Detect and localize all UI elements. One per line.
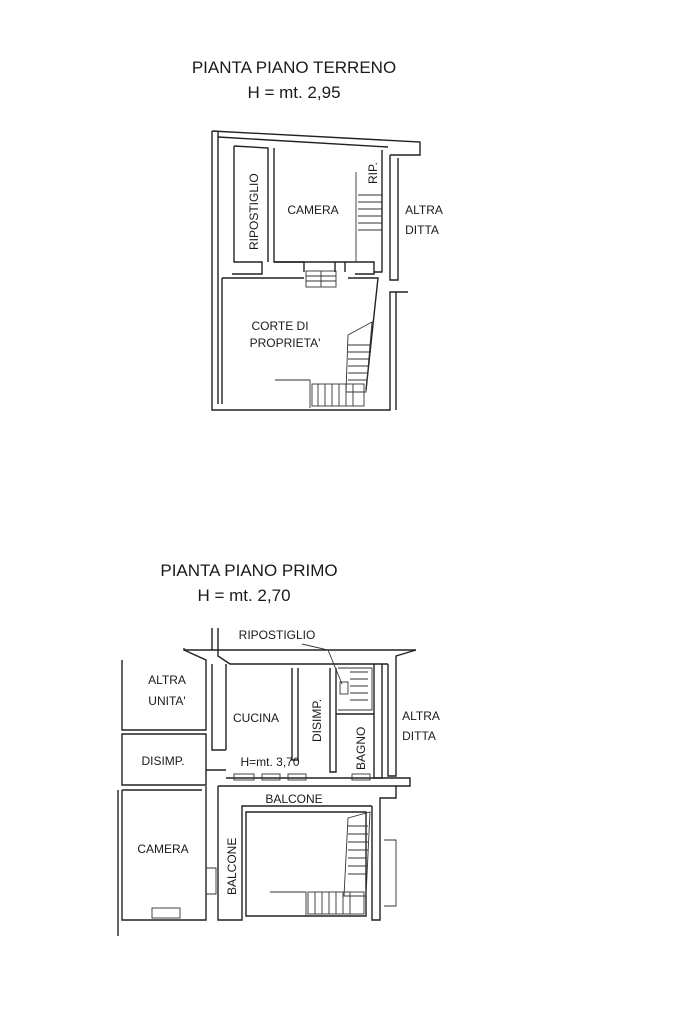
room-altra-ditta-first-line2: DITTA	[402, 729, 436, 743]
room-altra-ditta-ground-line1: ALTRA	[405, 203, 443, 217]
room-rip-ground: RIP.	[366, 162, 380, 184]
camera-first-outline	[117, 786, 207, 936]
ripostiglio-inner-wall	[233, 145, 269, 262]
ground-stair-upper	[358, 194, 382, 231]
ground-floor-height: H = mt. 2,95	[247, 83, 340, 102]
room-disimp-vertical: DISIMP.	[310, 699, 324, 742]
ground-top-wall-inner	[217, 136, 389, 148]
room-ripostiglio-first: RIPOSTIGLIO	[239, 628, 316, 642]
corte-top-wall	[222, 277, 379, 391]
room-cucina: CUCINA	[233, 711, 279, 725]
terrace-notch	[270, 891, 307, 916]
terrace-inner	[245, 811, 367, 917]
ground-top-wall	[211, 130, 421, 156]
ground-floor-title: PIANTA PIANO TERRENO	[192, 58, 396, 77]
altra-ditta-first-wall	[387, 649, 417, 777]
room-altra-unita-line2: UNITA'	[148, 694, 185, 708]
room-balcone-side: BALCONE	[225, 838, 239, 895]
first-top-wall-inner	[217, 628, 388, 665]
first-stair-outdoor	[307, 811, 371, 915]
altra-unita-outline	[121, 649, 207, 731]
camera-bottom-wall	[274, 261, 375, 275]
first-stair-upper	[338, 667, 373, 711]
room-corte-line1: CORTE DI	[251, 319, 308, 333]
room-altra-ditta-first-line1: ALTRA	[402, 709, 440, 723]
disimp-left-outline	[121, 733, 207, 786]
first-floor-title: PIANTA PIANO PRIMO	[160, 561, 337, 580]
room-corte-line2: PROPRIETA'	[250, 336, 321, 350]
ground-door-steps	[305, 270, 337, 288]
disimp-right-wall	[329, 668, 337, 773]
camera-first-window	[151, 907, 181, 919]
cucina-left-wall	[211, 664, 226, 751]
ground-stair-outdoor	[311, 321, 373, 407]
room-altra-ditta-ground-line2: DITTA	[405, 223, 439, 237]
camera-door-jambs	[334, 262, 346, 272]
corte-notch	[275, 379, 311, 408]
room-altra-unita-line1: ALTRA	[148, 673, 186, 687]
camera-first-niche	[206, 867, 217, 895]
cucina-ceiling-height: H=mt. 3,70	[240, 755, 299, 769]
ground-floor-plan: PIANTA PIANO TERRENO H = mt. 2,95	[192, 58, 443, 411]
first-floor-mid-wall	[206, 769, 411, 787]
terrace-right-wall	[371, 786, 397, 921]
first-floor-height: H = mt. 2,70	[197, 586, 290, 605]
bagno-right-wall	[373, 664, 383, 779]
first-windows	[233, 773, 371, 781]
ground-right-wall	[389, 155, 399, 281]
room-camera-first: CAMERA	[137, 842, 188, 856]
room-ripostiglio-ground: RIPOSTIGLIO	[247, 173, 261, 250]
first-right-side-wall	[384, 839, 397, 907]
ripostiglio-wall	[232, 146, 263, 275]
first-floor-plan: PIANTA PIANO PRIMO H = mt. 2,70	[117, 561, 440, 936]
first-top-left-stub	[183, 648, 212, 651]
ripostiglio-leader-line	[301, 643, 343, 685]
rip-right-wall	[374, 150, 383, 273]
room-balcone-top: BALCONE	[265, 792, 322, 806]
cucina-right-wall	[291, 668, 299, 761]
room-camera-ground: CAMERA	[287, 203, 338, 217]
room-disimp-left: DISIMP.	[141, 754, 184, 768]
room-bagno: BAGNO	[354, 727, 368, 770]
balcone-outline	[217, 786, 372, 921]
